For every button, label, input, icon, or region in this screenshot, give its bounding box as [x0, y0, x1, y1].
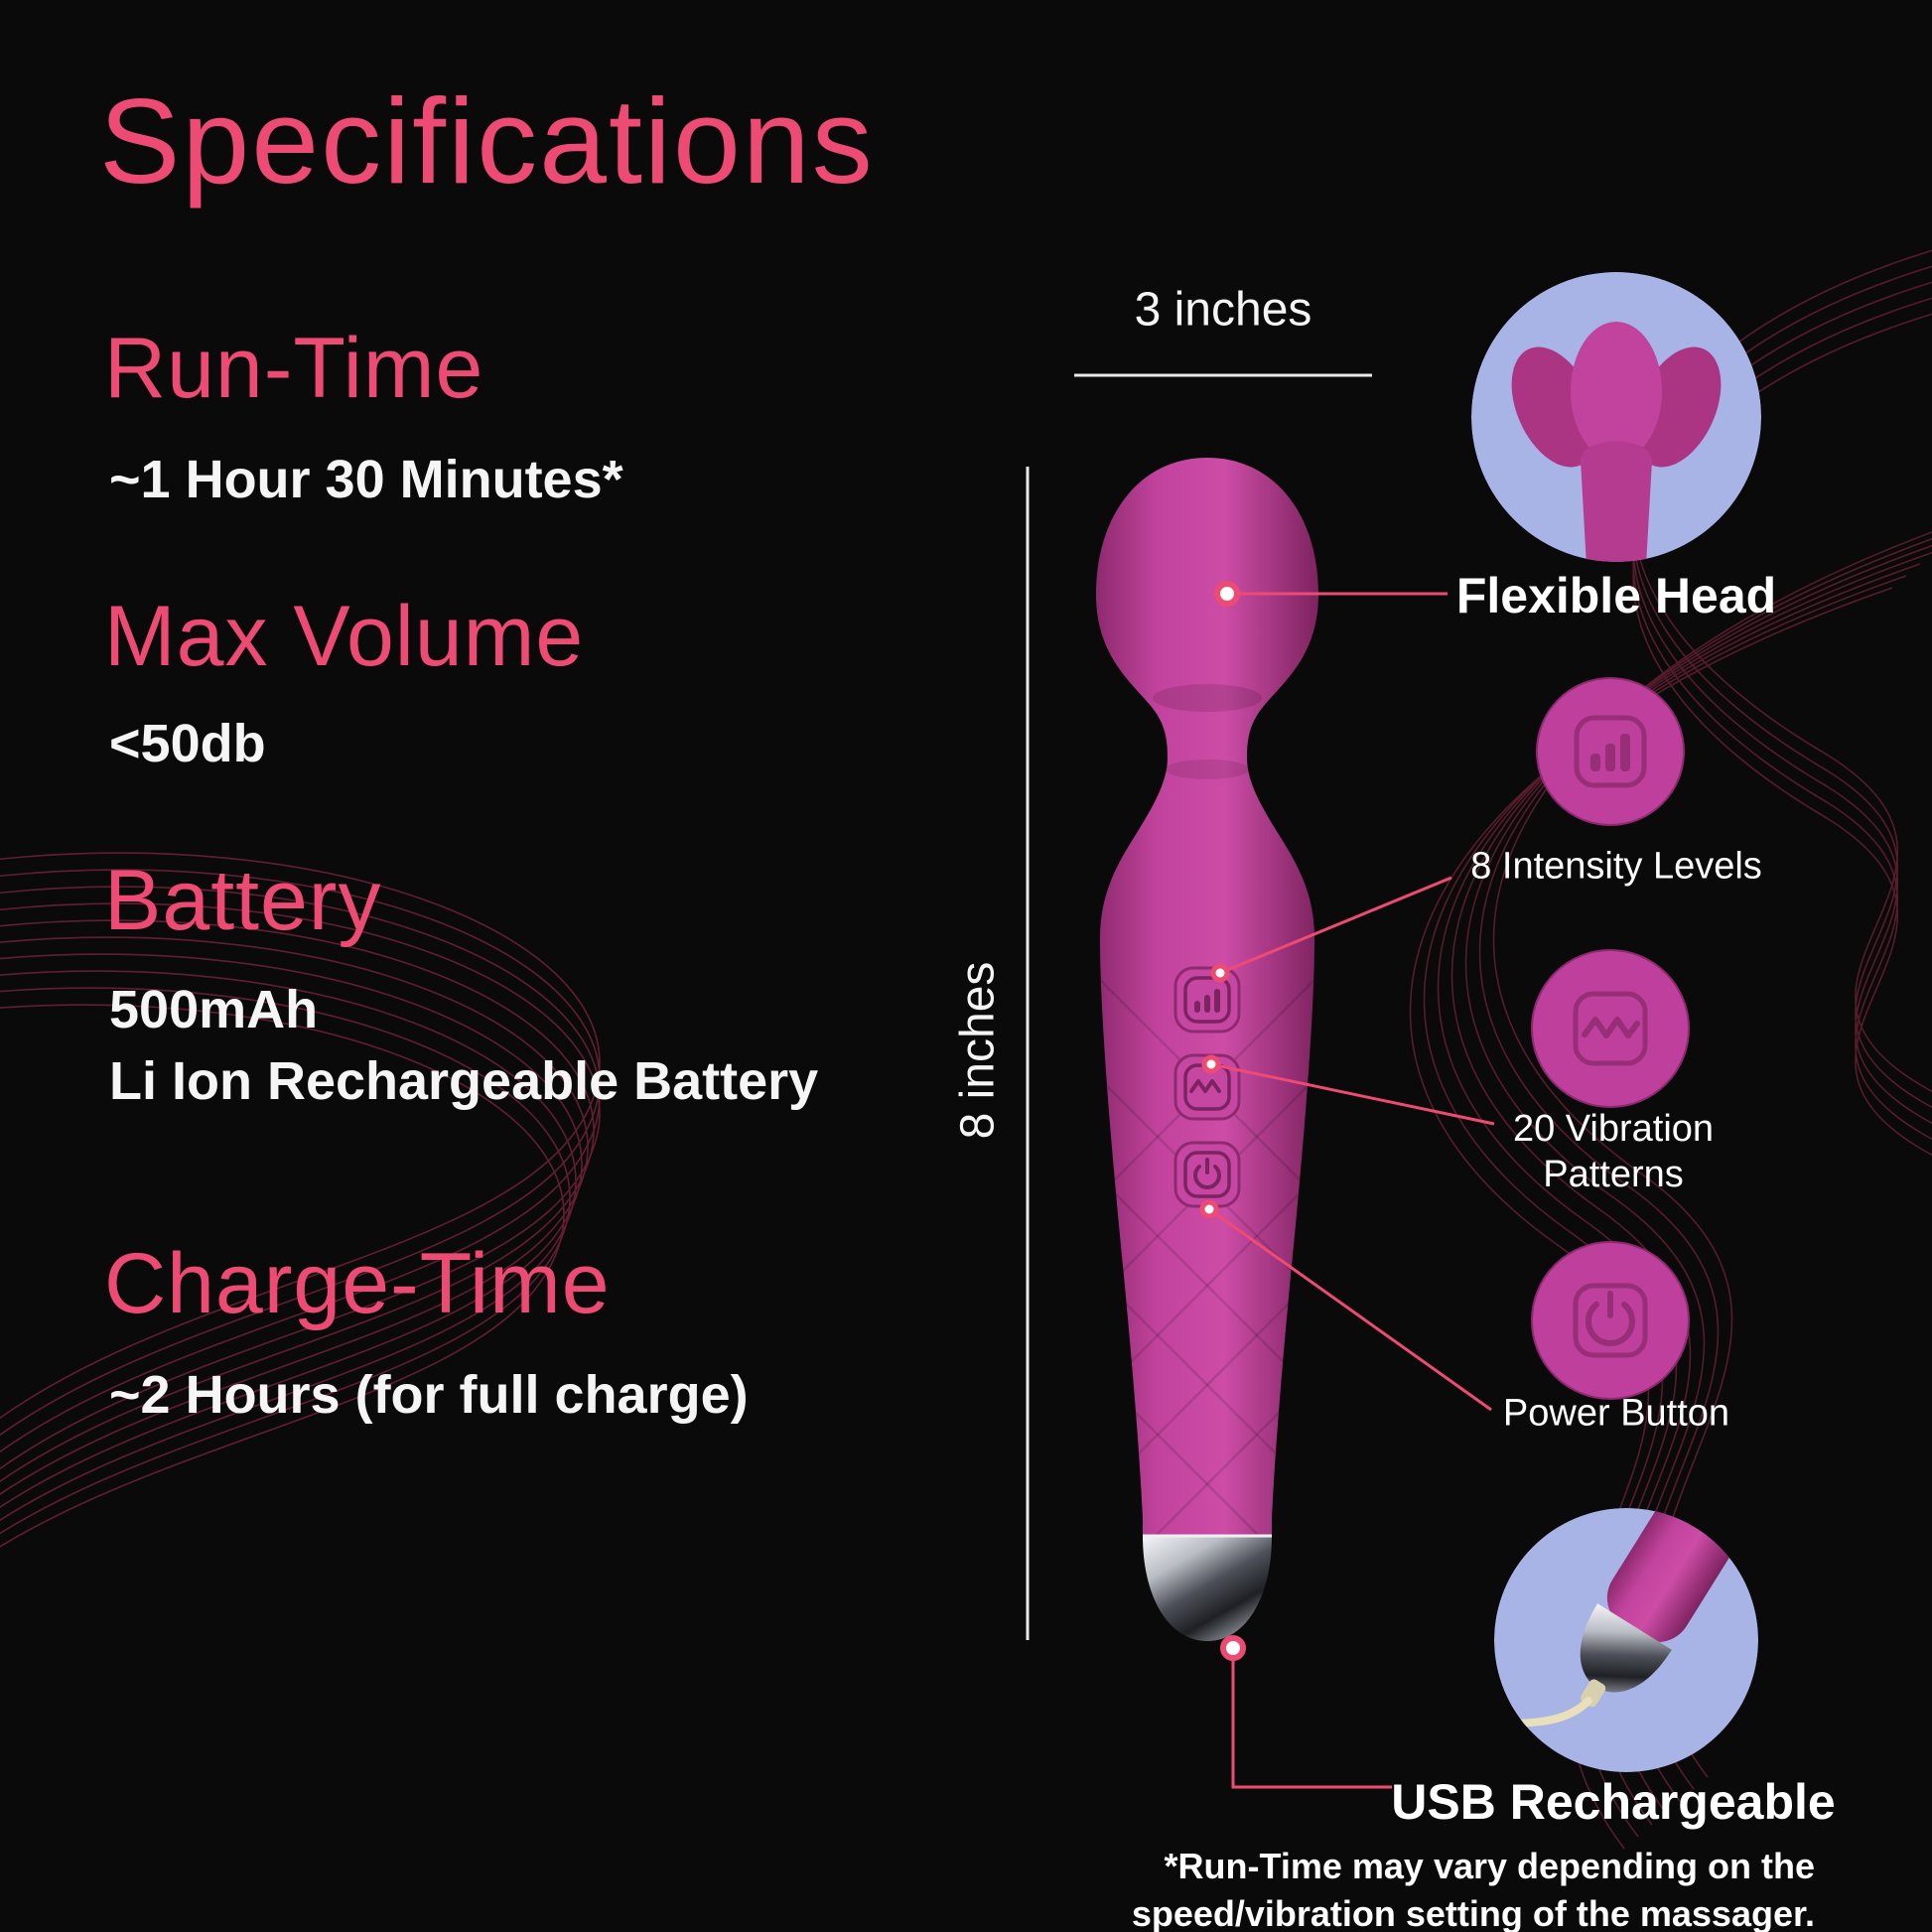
vibration-wave-icon [1582, 1017, 1640, 1038]
vibration-wave-icon [1189, 1079, 1221, 1093]
flexible-head-zoom-illustration [1511, 322, 1722, 562]
wand-head-crease [1153, 684, 1262, 712]
footnote: *Run-Time may vary depending on the spee… [1132, 1843, 1815, 1932]
intensity-callout-circle [1536, 677, 1685, 826]
flexible-head-label: Flexible Head [1455, 568, 1777, 623]
battery-heading: Battery [104, 853, 382, 948]
callout-dots [1199, 581, 1246, 1661]
callout-dot-usb [1220, 1635, 1246, 1661]
power-button-control [1173, 1141, 1241, 1208]
max-volume-heading: Max Volume [104, 589, 585, 684]
height-dimension-label: 8 inches [951, 961, 1005, 1140]
footnote-line1: *Run-Time may vary depending on the [1164, 1846, 1815, 1886]
intensity-bars-icon [1194, 989, 1220, 1013]
max-volume-value: <50db [109, 714, 266, 773]
power-icon [1586, 1291, 1635, 1346]
page-title: Specifications [99, 73, 875, 208]
vibration-label-line2: Patterns [1543, 1154, 1684, 1195]
callout-dot-intensity [1210, 963, 1230, 983]
callout-lines [1208, 592, 1495, 1789]
flexible-head-callout-circle [1471, 272, 1761, 562]
callout-line-usb [1231, 1648, 1392, 1789]
vibration-callout-circle [1531, 949, 1690, 1108]
power-button-label: Power Button [1502, 1392, 1730, 1435]
callout-dot-vibration [1201, 1054, 1221, 1074]
battery-capacity: 500mAh [109, 980, 319, 1039]
footnote-line2: speed/vibration setting of the massager. [1131, 1893, 1815, 1932]
battery-type: Li Ion Rechargeable Battery [109, 1051, 819, 1111]
product-illustration [1096, 458, 1318, 1641]
decor-waves-left [0, 852, 601, 1602]
vibration-label: 20 Vibration Patterns [1513, 1106, 1714, 1197]
run-time-heading: Run-Time [104, 321, 484, 416]
width-dimension-label: 3 inches [1134, 283, 1312, 337]
charge-time-heading: Charge-Time [104, 1236, 611, 1331]
usb-rechargeable-label: USB Rechargeable [1391, 1774, 1836, 1830]
usb-callout-circle [1494, 1508, 1758, 1772]
wand-cap [1143, 1536, 1272, 1641]
power-icon [1193, 1158, 1221, 1189]
callout-line-power [1208, 1207, 1492, 1412]
charge-time-value: ~2 Hours (for full charge) [109, 1365, 749, 1425]
vibration-label-line1: 20 Vibration [1512, 1108, 1715, 1150]
callout-line-vibration [1210, 1062, 1495, 1126]
callout-dot-head [1214, 581, 1240, 607]
intensity-bars-icon [1590, 734, 1630, 771]
intensity-label: 8 Intensity Levels [1470, 845, 1762, 888]
callout-line-intensity [1219, 876, 1452, 975]
run-time-value: ~1 Hour 30 Minutes* [109, 450, 623, 509]
power-callout-circle [1531, 1241, 1690, 1400]
usb-cable-icon [1494, 1697, 1592, 1727]
wand-neck-shadow [1166, 759, 1249, 779]
intensity-button [1173, 966, 1241, 1034]
callout-dot-power [1199, 1199, 1219, 1219]
